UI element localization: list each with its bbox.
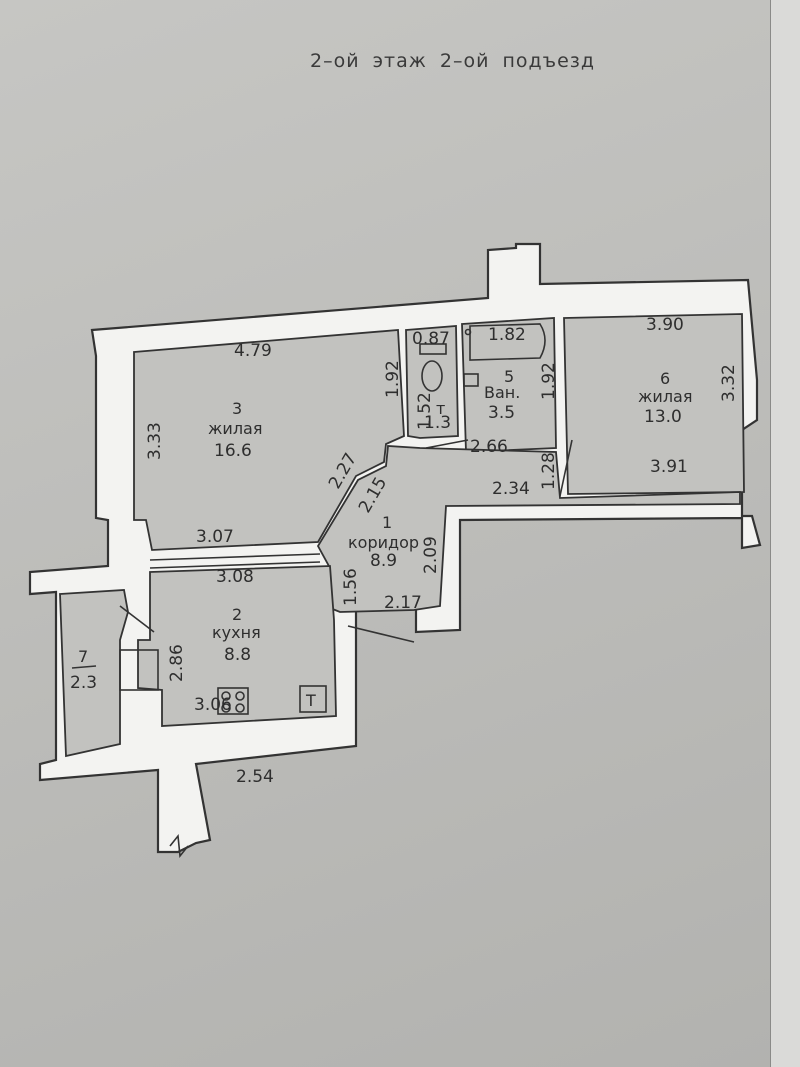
dim-bath-bottom: 2.66 <box>470 437 508 457</box>
dim-kitchen-top: 3.08 <box>216 567 254 587</box>
room-1-name: коридор <box>348 533 419 552</box>
sink-icon <box>463 373 479 387</box>
stove-burner-1 <box>221 691 231 701</box>
break-mark <box>169 833 189 859</box>
adjacent-sheet-edge <box>770 0 800 1067</box>
corridor-floor <box>316 445 741 613</box>
room-5-number: 5 <box>504 367 514 386</box>
stove-icon <box>217 687 249 715</box>
toilet-tank-icon <box>419 343 447 355</box>
dim-bath-top: 1.82 <box>488 325 526 345</box>
room-1-area: 8.9 <box>370 551 397 571</box>
room-6-name: жилая <box>638 387 692 406</box>
floor-plan-svg: Т 4.79 3.33 1.92 0.87 1.82 1.92 1.52 2.6… <box>28 242 762 859</box>
dim-corridor-side: 2.09 <box>421 536 441 574</box>
room-1-number: 1 <box>382 513 392 532</box>
dim-room3-top: 4.79 <box>234 341 272 361</box>
dim-entrance-side: 1.56 <box>341 568 361 606</box>
loggia-floor <box>59 589 129 758</box>
dim-room3-bottom: 3.07 <box>196 527 234 547</box>
stove-burner-3 <box>221 703 231 713</box>
heater-icon <box>299 685 327 713</box>
partition-line <box>149 553 321 561</box>
toilet-icon <box>421 360 443 392</box>
room-7-area: 2.3 <box>70 673 97 693</box>
dim-room3-right: 1.92 <box>383 360 403 398</box>
room-6-number: 6 <box>660 369 670 388</box>
bathtub-icon <box>469 323 546 361</box>
door-swing-entrance <box>347 625 415 643</box>
room-3-number: 3 <box>232 399 242 418</box>
room-2-area: 8.8 <box>224 645 251 665</box>
door-swing-kitchen <box>119 605 155 633</box>
dim-bath-right: 1.92 <box>539 362 559 400</box>
room-6-area: 13.0 <box>644 407 682 427</box>
dim-corridor-right: 2.34 <box>492 479 530 499</box>
room-3-floor <box>133 329 405 551</box>
dim-kitchen-bottom: 3.06 <box>194 695 232 715</box>
wc-code: т <box>436 399 445 418</box>
stove-burner-4 <box>235 703 245 713</box>
bathroom-floor <box>461 317 557 453</box>
dim-kitchen-left: 2.86 <box>167 644 187 682</box>
dim-room6-right: 3.32 <box>719 364 739 402</box>
vent-shaft-icon <box>119 649 159 691</box>
wc-area: 1.3 <box>424 413 451 433</box>
dim-entrance: 2.17 <box>384 593 422 613</box>
kitchen-floor <box>137 565 337 727</box>
room-7-fraction-line <box>71 665 97 669</box>
room-5-name: Ван. <box>484 383 520 402</box>
dim-stair: 2.54 <box>236 767 274 787</box>
dim-wc-top: 0.87 <box>412 329 450 349</box>
room-3-name: жилая <box>208 419 262 438</box>
drain-icon <box>464 328 472 336</box>
plan-header: 2–ой этаж 2–ой подъезд <box>310 50 596 72</box>
door-swing-wc <box>425 439 469 449</box>
dim-room6-top: 3.90 <box>646 315 684 335</box>
stove-burner-2 <box>235 691 245 701</box>
room-6-floor <box>563 313 745 495</box>
dim-wc-side: 1.52 <box>415 392 435 430</box>
room-5-area: 3.5 <box>488 403 515 423</box>
dim-room3-left: 3.33 <box>145 422 165 460</box>
dim-corridor-door: 1.28 <box>539 452 559 490</box>
heater-mark: Т <box>305 691 316 710</box>
partition-line-2 <box>149 561 321 569</box>
room-2-number: 2 <box>232 605 242 624</box>
room-7-number: 7 <box>78 647 88 666</box>
dim-room6-bottom: 3.91 <box>650 457 688 477</box>
door-swing-room6 <box>559 439 573 497</box>
room-2-name: кухня <box>212 623 261 642</box>
room-3-area: 16.6 <box>214 441 252 461</box>
